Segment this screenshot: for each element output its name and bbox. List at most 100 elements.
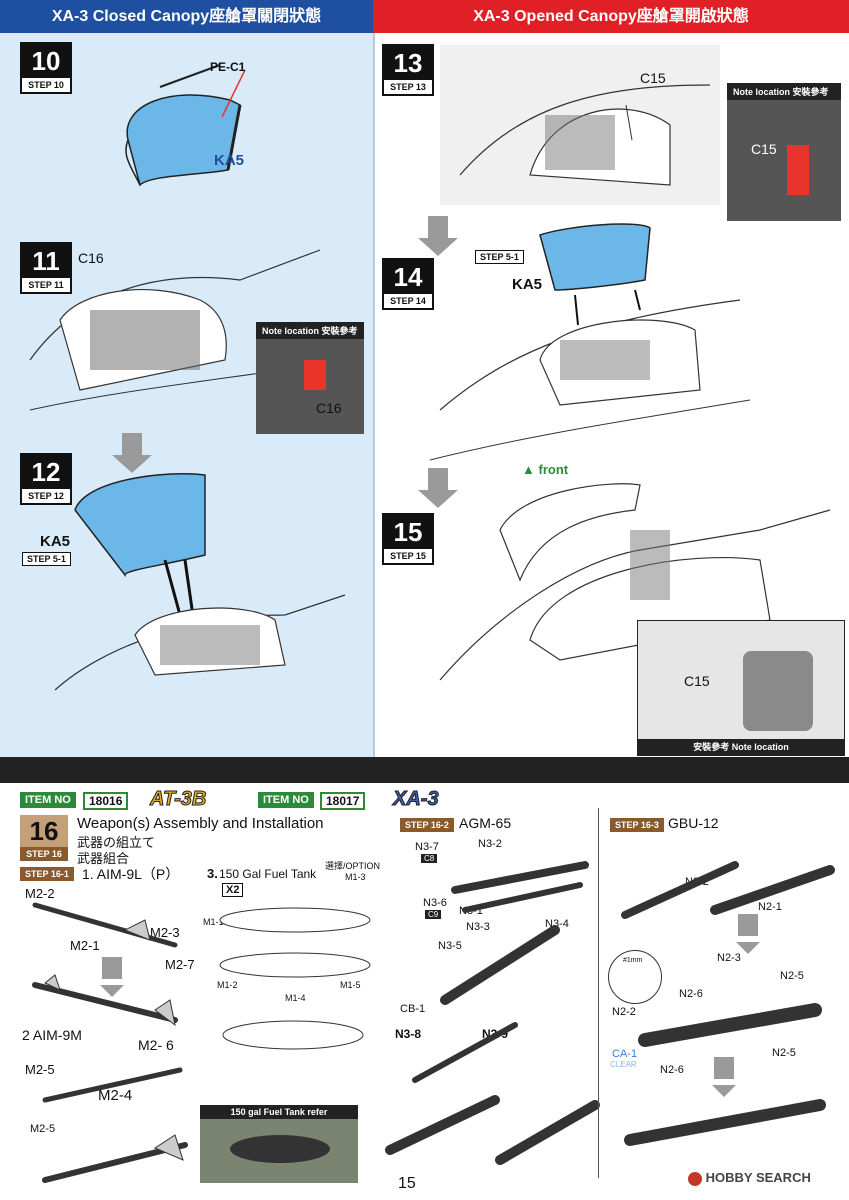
down-arrow bbox=[112, 433, 152, 473]
part-m2-6: M2- 6 bbox=[138, 1037, 174, 1053]
part-m2-3: M2-3 bbox=[150, 925, 180, 940]
part-c15: C15 bbox=[640, 70, 666, 86]
part-c9: C9 bbox=[425, 910, 442, 919]
part-ca-1: CA-1 bbox=[612, 1048, 638, 1060]
section-divider bbox=[0, 757, 849, 783]
part-m1-5: M1-5 bbox=[340, 980, 361, 990]
step-10-box: 10 STEP 10 bbox=[20, 42, 72, 94]
note-c15-inset: C15 安裝參考 Note location bbox=[637, 620, 845, 756]
part-ka5: KA5 bbox=[512, 276, 543, 293]
step-label: STEP 14 bbox=[390, 296, 426, 306]
step-label: STEP 16 bbox=[20, 847, 68, 861]
front-indicator: ▲ front bbox=[522, 462, 569, 477]
photo-tank-shape bbox=[230, 1135, 330, 1163]
left-header: XA-3 Closed Canopy座艙罩關閉狀態 bbox=[0, 0, 373, 33]
step-label: STEP 12 bbox=[28, 491, 64, 501]
gbu12-illustration bbox=[621, 861, 835, 1146]
aim9l-illustration bbox=[32, 902, 178, 948]
tank-title-num: 3. bbox=[207, 866, 218, 881]
watermark-text: HOBBY SEARCH bbox=[705, 1170, 811, 1185]
part-c16: C16 bbox=[78, 250, 104, 266]
agm65-illustration bbox=[385, 861, 600, 1165]
canopy-install-illustration bbox=[54, 473, 346, 691]
agm65-title: AGM-65 bbox=[459, 815, 512, 831]
note-location-label: Note location 安裝參考 bbox=[727, 83, 841, 100]
red-part-c16 bbox=[304, 360, 326, 390]
inset-seat bbox=[743, 651, 813, 731]
open-cockpit-illustration bbox=[440, 45, 720, 205]
option-label: 選擇/OPTION bbox=[325, 861, 381, 871]
tank-title: 150 Gal Fuel Tank bbox=[219, 867, 317, 881]
part-n3-7: N3-7 bbox=[415, 841, 439, 853]
item-18017: 18017 bbox=[320, 792, 366, 810]
red-part-c15 bbox=[787, 145, 809, 195]
watermark-icon bbox=[688, 1171, 702, 1186]
cockpit-illustration bbox=[29, 249, 351, 411]
part-n2-5: N2-5 bbox=[780, 970, 804, 982]
part-n2-1: N2-1 bbox=[758, 901, 782, 913]
step16-title-en: Weapon(s) Assembly and Installation bbox=[77, 815, 324, 832]
step-16-1-tag: STEP 16-1 bbox=[20, 867, 74, 881]
step-label: STEP 15 bbox=[390, 551, 426, 561]
open-canopy-final-illustration bbox=[439, 483, 831, 681]
step-number: 16 bbox=[20, 815, 68, 847]
step-15-box: 15 STEP 15 bbox=[382, 513, 434, 565]
quantity-x2: X2 bbox=[222, 883, 244, 897]
step-16-3-tag: STEP 16-3 bbox=[610, 818, 664, 832]
xa-3-logo: XA-3 bbox=[393, 788, 440, 811]
part-m2-7: M2-7 bbox=[165, 957, 195, 972]
down-arrow bbox=[418, 468, 458, 508]
part-n2-3: N2-3 bbox=[717, 952, 741, 964]
fuel-tank-reference-photo: 150 gal Fuel Tank refer bbox=[200, 1105, 358, 1183]
step-5-1-ref: STEP 5-1 bbox=[22, 552, 71, 566]
step-number: 14 bbox=[384, 260, 432, 294]
item-18016: 18016 bbox=[83, 792, 129, 810]
part-m1-2: M1-2 bbox=[217, 980, 238, 990]
at-3b-logo: AT-3B bbox=[149, 788, 207, 811]
aim9m-illustration bbox=[42, 1067, 188, 1183]
part-n3-8: N3-8 bbox=[395, 1027, 422, 1041]
aim9l-assembled-illustration bbox=[32, 974, 178, 1027]
photo-caption: 150 gal Fuel Tank refer bbox=[200, 1105, 358, 1119]
note-c16-photo: Note location 安裝參考 C16 bbox=[256, 322, 364, 434]
step-label: STEP 11 bbox=[28, 280, 64, 290]
step-14-box: 14 STEP 14 bbox=[382, 258, 434, 310]
item-no-tag: ITEM NO bbox=[258, 792, 314, 808]
down-arrow bbox=[418, 216, 458, 256]
part-n3-2: N3-2 bbox=[478, 838, 502, 850]
scale-label: #1mm bbox=[623, 957, 643, 964]
right-header: XA-3 Opened Canopy座艙罩開啟狀態 bbox=[373, 0, 849, 33]
step-5-1-ref: STEP 5-1 bbox=[475, 250, 524, 264]
part-n2-5b: N2-5 bbox=[772, 1047, 796, 1059]
step-16-box: 16 STEP 16 bbox=[20, 815, 68, 861]
aim9m-title: 2 AIM-9M bbox=[22, 1027, 82, 1043]
step16-title-jp: 武器の組立て bbox=[77, 835, 156, 850]
aim9l-title: 1. AIM-9L（P） bbox=[82, 866, 180, 882]
part-ka5: KA5 bbox=[40, 533, 71, 550]
fuel-tank-illustration bbox=[219, 907, 371, 1050]
part-m1-3: M1-3 bbox=[345, 872, 366, 882]
part-m2-4: M2-4 bbox=[98, 1087, 133, 1104]
part-cb-1: CB-1 bbox=[400, 1003, 426, 1015]
part-n3-6: N3-6 bbox=[423, 897, 447, 909]
part-m2-5: M2-5 bbox=[25, 1062, 55, 1077]
gbu-detail-circle: #1mm bbox=[608, 950, 662, 1004]
part-n3-3: N3-3 bbox=[466, 921, 490, 933]
step-16-2-tag: STEP 16-2 bbox=[400, 818, 454, 832]
inset-part-c15: C15 bbox=[684, 673, 710, 689]
down-arrow bbox=[100, 957, 124, 997]
canopy-open-install-illustration bbox=[429, 223, 751, 461]
part-n2-6: N2-6 bbox=[679, 988, 703, 1000]
part-n3-5: N3-5 bbox=[438, 940, 462, 952]
part-m2-1: M2-1 bbox=[70, 938, 100, 953]
item-no-tag: ITEM NO bbox=[20, 792, 76, 808]
part-m2-5b: M2-5 bbox=[30, 1123, 56, 1135]
step-label: STEP 13 bbox=[390, 82, 426, 92]
step-number: 12 bbox=[22, 455, 70, 489]
canopy-illustration bbox=[125, 64, 246, 187]
gbu12-title: GBU-12 bbox=[668, 815, 719, 831]
part-m2-2: M2-2 bbox=[25, 886, 55, 901]
note-c15-photo: Note location 安裝參考 C15 bbox=[727, 83, 841, 221]
gbu-divider bbox=[598, 808, 599, 1178]
part-m1-4: M1-4 bbox=[285, 993, 306, 1003]
